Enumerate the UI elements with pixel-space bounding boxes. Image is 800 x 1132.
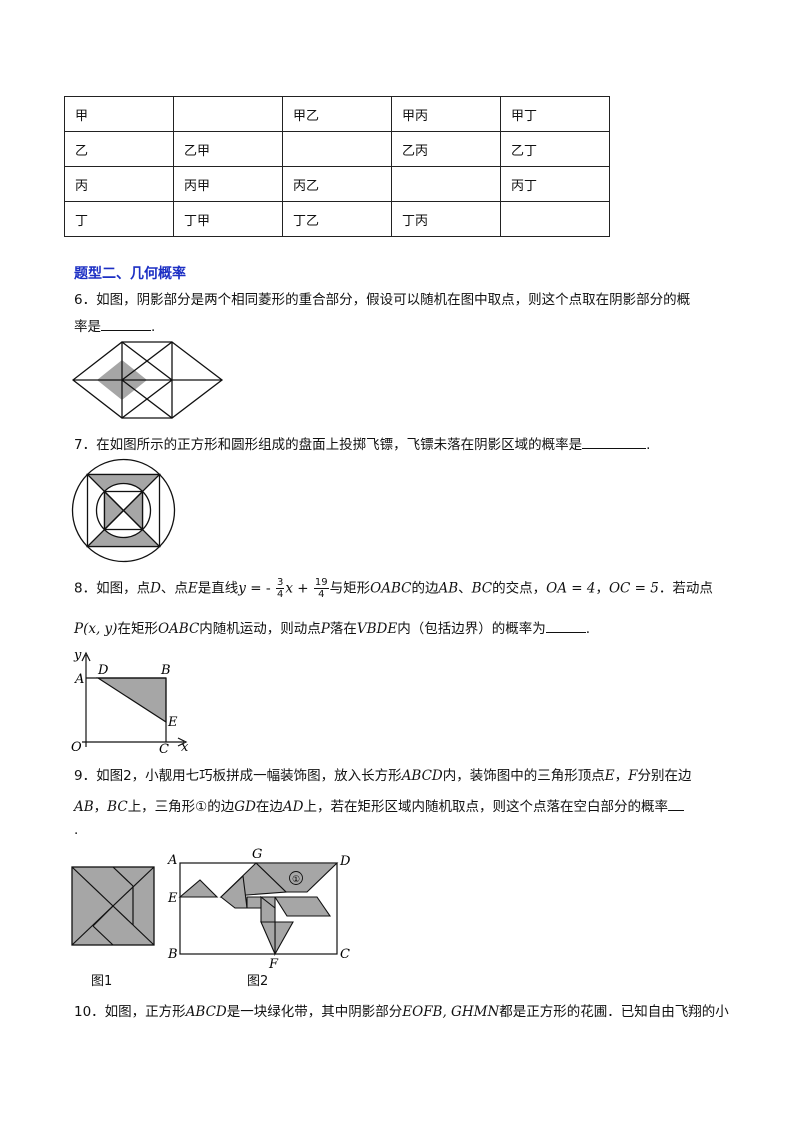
q8-line2: P(x, y)在矩形OABC内随机运动，则动点P落在VBDE内（包括边界）的概率… <box>74 618 590 639</box>
table-cell <box>391 166 501 202</box>
q6-text: 率是 <box>74 319 101 335</box>
label-d: D <box>97 663 109 678</box>
label-c: C <box>159 742 169 755</box>
answer-blank <box>667 796 684 811</box>
answer-blank <box>101 316 151 331</box>
table-cell: 丁甲 <box>173 201 283 237</box>
label-a: A <box>74 672 84 687</box>
table-cell <box>173 96 283 132</box>
outcome-table: 甲甲乙甲丙甲丁乙乙甲乙丙乙丁丙丙甲丙乙丙丁丁丁甲丁乙丁丙 <box>64 96 610 237</box>
label-g: G <box>252 848 262 862</box>
q6-period: . <box>151 319 156 335</box>
figure2-caption: 图2 <box>247 974 269 989</box>
q9-line1: 9．如图2，小靓用七巧板拼成一幅装饰图，放入长方形ABCD内，装饰图中的三角形顶… <box>74 768 692 784</box>
label-e: E <box>167 891 178 906</box>
table-cell: 丁丙 <box>391 201 501 237</box>
label-x: x <box>181 740 189 755</box>
answer-blank <box>545 618 586 633</box>
table-row: 丙丙甲丙乙 丙丁 <box>64 166 610 202</box>
label-o: O <box>71 740 82 755</box>
table-cell: 丙丁 <box>500 166 610 202</box>
q8-coordinate-figure: y A D B E O C x <box>71 648 189 755</box>
table-cell <box>500 201 610 237</box>
table-cell: 丙甲 <box>173 166 283 202</box>
q7-period: . <box>646 437 651 453</box>
q6-line1: 6．如图，阴影部分是两个相同菱形的重合部分，假设可以随机在图中取点，则这个点取在… <box>74 292 691 308</box>
table-cell <box>282 131 392 167</box>
label-b: B <box>160 663 171 678</box>
label-b: B <box>167 947 178 962</box>
q6-line2: 率是. <box>74 316 155 337</box>
q7-dartboard-figure <box>71 458 176 563</box>
tangram-piece <box>178 879 219 898</box>
q7-line: 7．在如图所示的正方形和圆形组成的盘面上投掷飞镖，飞镖未落在阴影区域的概率是. <box>74 434 650 455</box>
q9-figure1-tangram <box>71 866 155 946</box>
table-cell: 乙丙 <box>391 131 501 167</box>
q9-figure2-decoration: ① A G D E B F C <box>167 848 351 970</box>
table-row: 乙乙甲 乙丙乙丁 <box>64 131 610 167</box>
table-cell: 丙乙 <box>282 166 392 202</box>
section-title: 题型二、几何概率 <box>74 266 186 282</box>
q7-text: 7．在如图所示的正方形和圆形组成的盘面上投掷飞镖，飞镖未落在阴影区域的概率是 <box>74 437 583 453</box>
q9-line2: AB，BC上，三角形①的边GD在边AD上，若在矩形区域内随机取点，则这个点落在空… <box>74 796 684 817</box>
table-cell: 乙 <box>64 131 174 167</box>
answer-blank <box>582 434 647 449</box>
label-circled-one: ① <box>292 875 300 885</box>
table-cell: 丁 <box>64 201 174 237</box>
label-y: y <box>73 648 82 663</box>
q8-triangle-bde <box>95 677 167 724</box>
table-row: 丁丁甲丁乙丁丙 <box>64 201 610 237</box>
table-cell: 丁乙 <box>282 201 392 237</box>
table-row: 甲 甲乙甲丙甲丁 <box>64 96 610 132</box>
label-f: F <box>268 957 279 970</box>
label-e: E <box>167 715 178 730</box>
q10-line1: 10．如图，正方形ABCD是一块绿化带，其中阴影部分EOFB, GHMN都是正方… <box>74 1004 729 1020</box>
q6-rhombus-figure <box>72 341 224 419</box>
table-cell: 甲乙 <box>282 96 392 132</box>
label-a: A <box>167 853 177 868</box>
table-cell: 乙甲 <box>173 131 283 167</box>
label-c: C <box>340 947 350 962</box>
tangram-piece <box>260 921 276 955</box>
table-cell: 丙 <box>64 166 174 202</box>
tangram-piece <box>274 896 332 917</box>
figure1-caption: 图1 <box>91 974 113 989</box>
table-cell: 甲丁 <box>500 96 610 132</box>
circle-marker <box>289 871 303 885</box>
table-cell: 甲丙 <box>391 96 501 132</box>
table-cell: 乙丁 <box>500 131 610 167</box>
label-d: D <box>339 854 351 869</box>
table-cell: 甲 <box>64 96 174 132</box>
q9-line3: . <box>74 822 79 838</box>
